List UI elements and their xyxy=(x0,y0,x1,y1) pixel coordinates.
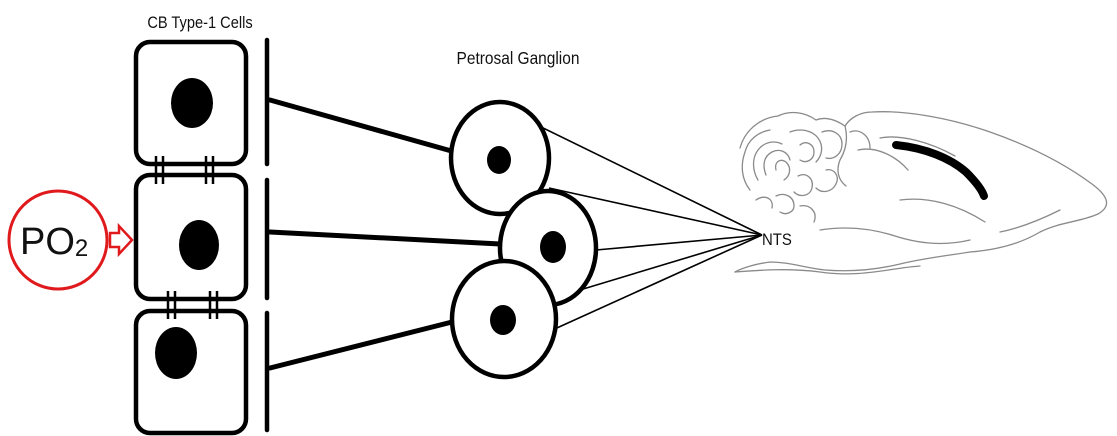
cb-nucleus-middle xyxy=(179,220,219,270)
petrosal-ganglion-label: Petrosal Ganglion xyxy=(457,48,580,68)
fiber-bottom xyxy=(270,322,452,368)
right-arrow-outline-icon xyxy=(110,226,132,254)
cb-cell-bottom xyxy=(136,311,246,433)
nts-label: NTS xyxy=(762,231,792,249)
corpus-callosum xyxy=(896,145,984,196)
po2-subscript: 2 xyxy=(75,235,88,262)
fiber-middle xyxy=(270,232,500,244)
cb-type1-cells-label: CB Type-1 Cells xyxy=(147,14,252,32)
cb-nucleus-top xyxy=(171,78,213,128)
petrosal-neuron-bottom xyxy=(452,261,556,377)
po2-main: PO xyxy=(20,221,75,263)
cb-nucleus-bottom xyxy=(155,327,197,379)
fiber-top xyxy=(270,100,455,152)
rat-brain-sagittal-icon xyxy=(735,112,1107,274)
